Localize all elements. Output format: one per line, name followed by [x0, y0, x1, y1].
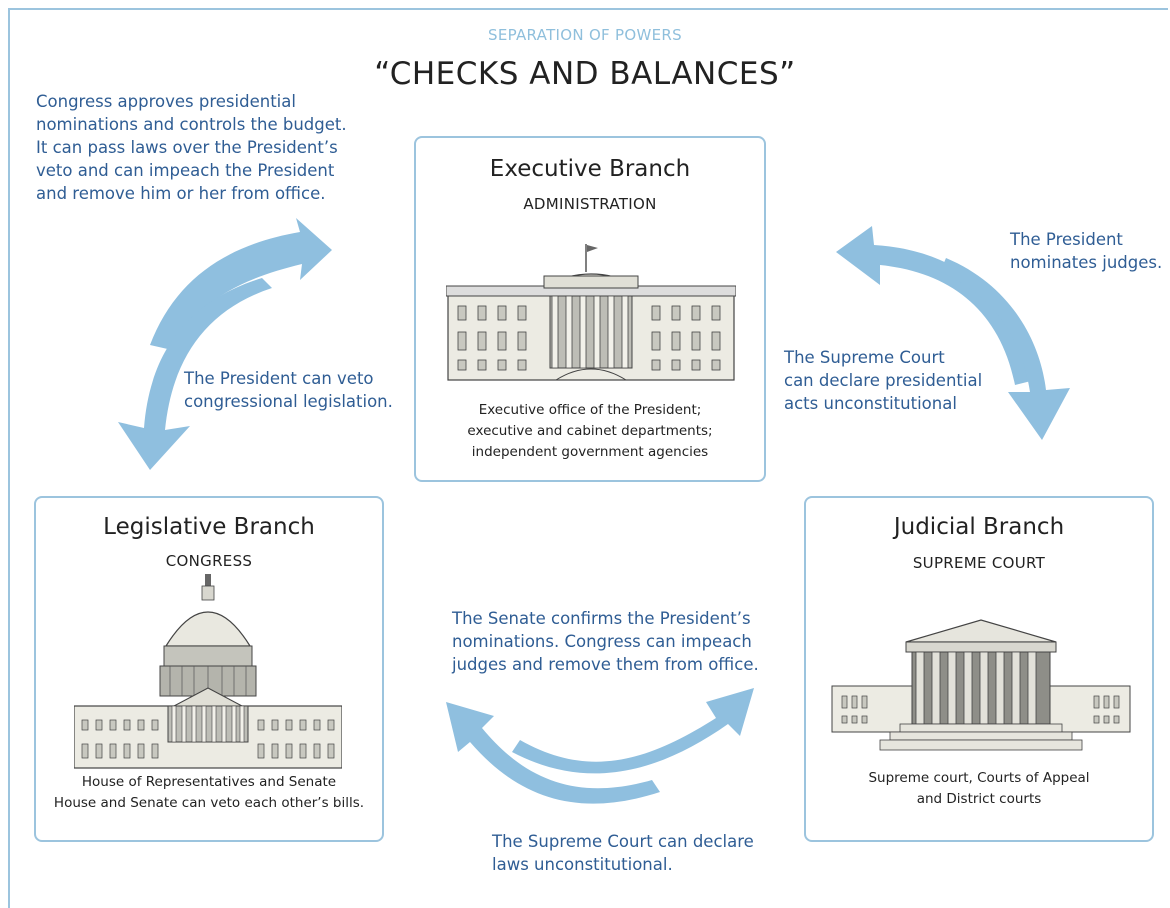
- note-line: veto and can impeach the President: [36, 161, 335, 180]
- white-house-icon: [446, 244, 736, 381]
- note-president-veto: The President can veto congressional leg…: [184, 367, 393, 413]
- note-line: The Supreme Court: [784, 348, 945, 367]
- description-line: House and Senate can veto each other’s b…: [53, 795, 365, 811]
- diagram-subtitle: SEPARATION OF POWERS: [488, 26, 682, 44]
- note-line: The Senate confirms the President’s: [452, 609, 751, 628]
- executive-branch-description: Executive office of the President; execu…: [416, 400, 764, 463]
- note-line: nominations. Congress can impeach: [452, 632, 752, 651]
- note-congress-on-president: Congress approves presidential nominatio…: [36, 90, 347, 205]
- note-president-nominates: The President nominates judges.: [1010, 228, 1162, 274]
- supreme-court-icon: [831, 619, 1131, 751]
- judicial-branch-description: Supreme court, Courts of Appeal and Dist…: [806, 768, 1152, 810]
- note-senate-confirms: The Senate confirms the President’s nomi…: [452, 607, 759, 676]
- note-line: and remove him or her from office.: [36, 184, 326, 203]
- executive-branch-subtitle: ADMINISTRATION: [523, 195, 657, 213]
- description-line: executive and cabinet departments;: [467, 423, 713, 439]
- note-line: It can pass laws over the President’s: [36, 138, 338, 157]
- arrow-congress-to-executive: [150, 218, 332, 350]
- description-line: Supreme court, Courts of Appeal: [868, 770, 1090, 786]
- note-line: Congress approves presidential: [36, 92, 296, 111]
- executive-branch-box: Executive Branch ADMINISTRATION: [414, 136, 766, 482]
- arrow-executive-to-legislative: [118, 278, 272, 470]
- note-line: nominations and controls the budget.: [36, 115, 347, 134]
- note-line: acts unconstitutional: [784, 394, 957, 413]
- note-line: judges and remove them from office.: [452, 655, 759, 674]
- note-line: nominates judges.: [1010, 253, 1163, 272]
- legislative-branch-box: Legislative Branch CONGRESS: [34, 496, 384, 842]
- legislative-branch-description: House of Representatives and Senate Hous…: [36, 772, 382, 814]
- note-line: congressional legislation.: [184, 392, 393, 411]
- legislative-branch-title: Legislative Branch: [103, 514, 315, 540]
- executive-branch-title: Executive Branch: [489, 156, 691, 182]
- diagram-title: “CHECKS AND BALANCES”: [374, 56, 796, 92]
- description-line: and District courts: [916, 791, 1042, 807]
- description-line: Executive office of the President;: [478, 402, 702, 418]
- judicial-branch-box: Judicial Branch SUPREME COURT Supreme co…: [804, 496, 1154, 842]
- note-line: The President can veto: [184, 369, 374, 388]
- arrow-legislative-to-judicial: [512, 688, 754, 774]
- judicial-branch-subtitle: SUPREME COURT: [912, 554, 1046, 572]
- note-line: can declare presidential: [784, 371, 983, 390]
- description-line: House of Representatives and Senate: [81, 774, 337, 790]
- note-line: The Supreme Court can declare: [492, 832, 754, 851]
- note-court-on-laws: The Supreme Court can declare laws uncon…: [492, 830, 754, 876]
- judicial-branch-title: Judicial Branch: [893, 514, 1065, 540]
- note-line: laws unconstitutional.: [492, 855, 673, 874]
- arrow-judicial-to-legislative: [446, 702, 660, 804]
- arrow-executive-to-judicial: [940, 258, 1070, 440]
- note-court-on-president: The Supreme Court can declare presidenti…: [784, 346, 982, 415]
- capitol-icon: [74, 574, 342, 769]
- legislative-branch-subtitle: CONGRESS: [165, 552, 253, 570]
- note-line: The President: [1010, 230, 1123, 249]
- description-line: independent government agencies: [471, 444, 709, 460]
- diagram-frame: [8, 8, 1168, 908]
